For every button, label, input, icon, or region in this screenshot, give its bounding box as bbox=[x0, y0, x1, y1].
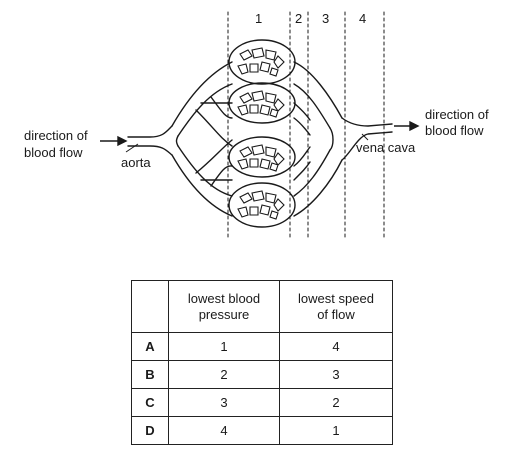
blood-vessel-diagram bbox=[100, 11, 420, 239]
left-flow-label-line2: blood flow bbox=[24, 145, 83, 160]
pressure-cell: 3 bbox=[168, 388, 280, 417]
right-flow-label-line2: blood flow bbox=[425, 123, 484, 138]
speed-header-line2: of flow bbox=[317, 306, 355, 322]
table-header-row: lowest blood pressure lowest speed of fl… bbox=[131, 280, 393, 333]
option-letter: C bbox=[131, 388, 169, 417]
speed-cell: 2 bbox=[279, 388, 393, 417]
speed-cell: 4 bbox=[279, 332, 393, 361]
table-header-speed: lowest speed of flow bbox=[279, 280, 393, 333]
table-header-pressure: lowest blood pressure bbox=[168, 280, 280, 333]
left-flow-label-line1: direction of bbox=[24, 128, 88, 143]
table-header-option bbox=[131, 280, 169, 333]
answer-table: lowest blood pressure lowest speed of fl… bbox=[131, 280, 393, 445]
region-number-3: 3 bbox=[322, 11, 330, 26]
capillary-bed bbox=[228, 136, 296, 178]
vein-wall bbox=[293, 61, 343, 119]
pressure-header-line2: pressure bbox=[198, 306, 250, 322]
vena-cava-label: vena cava bbox=[356, 140, 416, 155]
capillary-bed bbox=[228, 39, 296, 85]
table-row: D 4 1 bbox=[131, 416, 393, 445]
right-flow-label-line1: direction of bbox=[425, 107, 489, 122]
artery-wall bbox=[171, 61, 233, 127]
option-letter: B bbox=[131, 360, 169, 389]
region-number-2: 2 bbox=[295, 11, 303, 26]
table-row: A 1 4 bbox=[131, 332, 393, 361]
speed-header-line1: lowest speed bbox=[298, 290, 374, 306]
option-letter: A bbox=[131, 332, 169, 361]
capillary-network bbox=[237, 47, 285, 220]
pressure-cell: 4 bbox=[168, 416, 280, 445]
pressure-cell: 2 bbox=[168, 360, 280, 389]
speed-cell: 3 bbox=[279, 360, 393, 389]
vena-cava-vessel bbox=[341, 117, 393, 127]
pressure-header-line1: lowest blood bbox=[187, 290, 261, 306]
region-number-4: 4 bbox=[359, 11, 367, 26]
table-row: C 3 2 bbox=[131, 388, 393, 417]
aorta-label: aorta bbox=[121, 155, 151, 170]
option-letter: D bbox=[131, 416, 169, 445]
capillary-bed bbox=[228, 182, 296, 228]
region-number-1: 1 bbox=[255, 11, 263, 26]
speed-cell: 1 bbox=[279, 416, 393, 445]
aorta-vessel bbox=[127, 125, 173, 138]
capillary-bed bbox=[228, 82, 296, 124]
pressure-cell: 1 bbox=[168, 332, 280, 361]
table-row: B 2 3 bbox=[131, 360, 393, 389]
